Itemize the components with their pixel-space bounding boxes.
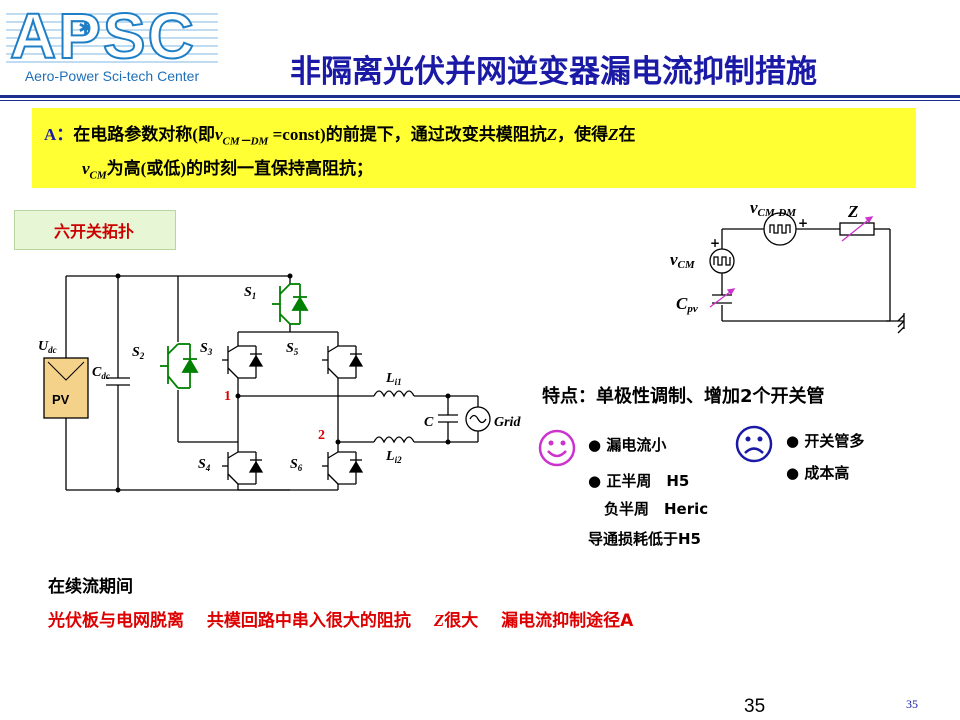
page-title: 非隔离光伏并网逆变器漏电流抑制措施: [290, 54, 817, 90]
switch-s3: [222, 345, 264, 379]
topology-label: 六开关拓扑: [53, 222, 134, 241]
logo-letters: APSC: [9, 0, 196, 72]
cpv-label: Cpv: [676, 294, 698, 315]
star-icon: ✱: [78, 18, 93, 39]
li1-label: Li1: [385, 371, 402, 387]
cm-equivalent-circuit: vCM-DM Z vCM Cpv + +: [670, 198, 905, 334]
premise-line-1: A：在电路参数对称(即vCM－DM =const)的前提下，通过改变共模阻抗Z，…: [44, 125, 636, 148]
li2-label: Li2: [385, 449, 402, 465]
switch-s5: [322, 345, 364, 379]
switch-s4: [222, 451, 264, 485]
node-2-label: 2: [318, 428, 325, 443]
logo: ✱: [6, 6, 218, 90]
switch-s1: [272, 283, 309, 325]
node-1-label: 1: [224, 389, 231, 404]
udc-label: Udc: [38, 339, 57, 355]
features-title: 特点：单极性调制、增加2个开关管: [542, 386, 825, 407]
header-divider: [0, 95, 960, 98]
switch-s6: [322, 451, 364, 485]
cdc-label: Cdc: [92, 365, 110, 381]
premise-box: [32, 108, 916, 188]
c-label: C: [424, 415, 434, 430]
s6-label: S6: [290, 457, 303, 473]
pro-item: ● 漏电流小: [588, 436, 667, 454]
s2-label: S2: [132, 345, 145, 361]
pro-item: 负半周 Heric: [604, 500, 709, 518]
plus-sign: +: [798, 216, 808, 230]
s3-label: S3: [200, 341, 213, 357]
pv-panel: [43, 357, 89, 419]
pv-label: PV: [52, 392, 70, 407]
con-item: ● 成本高: [786, 464, 850, 482]
vcmdm-label: vCM-DM: [750, 198, 797, 219]
switch-s2: [160, 343, 199, 389]
logo-subtitle: Aero-Power Sci-tech Center: [24, 68, 200, 84]
freewheel-statement: 光伏板与电网脱离 共模回路中串入很大的阻抗 Z很大 漏电流抑制途径A: [48, 611, 634, 631]
header-divider-thin: [0, 100, 960, 101]
premise-line-2: vCM为高(或低)的时刻一直保持高阻抗；: [82, 159, 373, 182]
page-number: 35: [744, 696, 766, 717]
ground-icon: [897, 313, 905, 334]
vcm-label: vCM: [670, 250, 696, 271]
pro-item: 导通损耗低于H5: [588, 530, 701, 548]
freewheel-heading: 在续流期间: [48, 577, 133, 597]
sad-icon: [735, 425, 773, 463]
s1-label: S1: [244, 285, 256, 301]
s5-label: S5: [286, 341, 299, 357]
z-label: Z: [847, 202, 858, 221]
logo-graphic: ✱: [6, 6, 218, 70]
grid-label: Grid: [494, 415, 521, 430]
pro-item: ● 正半周 H5: [588, 472, 690, 490]
con-item: ● 开关管多: [786, 432, 865, 450]
six-switch-circuit: PV: [38, 273, 521, 493]
smile-icon: [538, 429, 576, 467]
topology-label-box: [14, 210, 176, 250]
s4-label: S4: [198, 457, 211, 473]
slide-number: 35: [906, 697, 918, 711]
plus-sign: +: [710, 236, 720, 250]
